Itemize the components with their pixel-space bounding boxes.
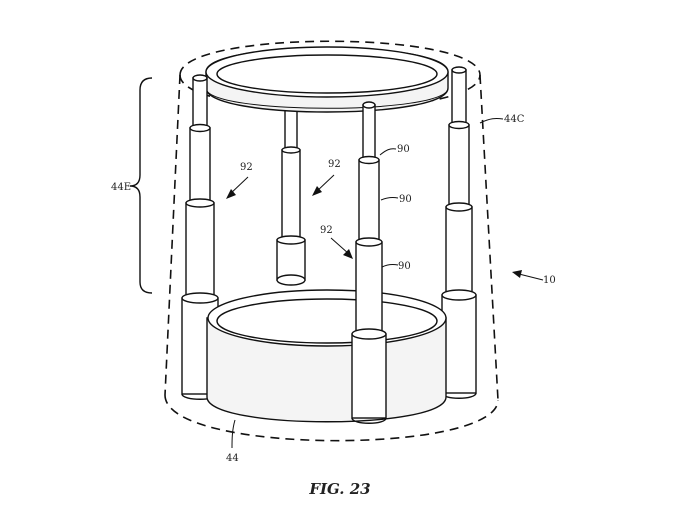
leader-lines <box>226 118 544 449</box>
label-90-middle: 90 <box>399 194 412 205</box>
label-10: 10 <box>543 275 556 286</box>
top-ring <box>205 46 449 113</box>
label-44c: 44C <box>504 114 525 125</box>
label-90-top: 90 <box>397 144 410 155</box>
label-44: 44 <box>226 453 239 464</box>
bracket-44e <box>129 77 153 294</box>
base-cup <box>206 289 447 423</box>
label-92-left: 92 <box>240 162 253 173</box>
post-right <box>441 66 477 399</box>
post-front <box>351 101 387 424</box>
figure-caption: FIG. 23 <box>308 480 370 498</box>
label-92-front: 92 <box>320 225 333 236</box>
post-back <box>276 89 306 286</box>
label-90-bottom: 90 <box>398 261 411 272</box>
label-92-center: 92 <box>328 159 341 170</box>
label-44e: 44E <box>111 182 131 193</box>
